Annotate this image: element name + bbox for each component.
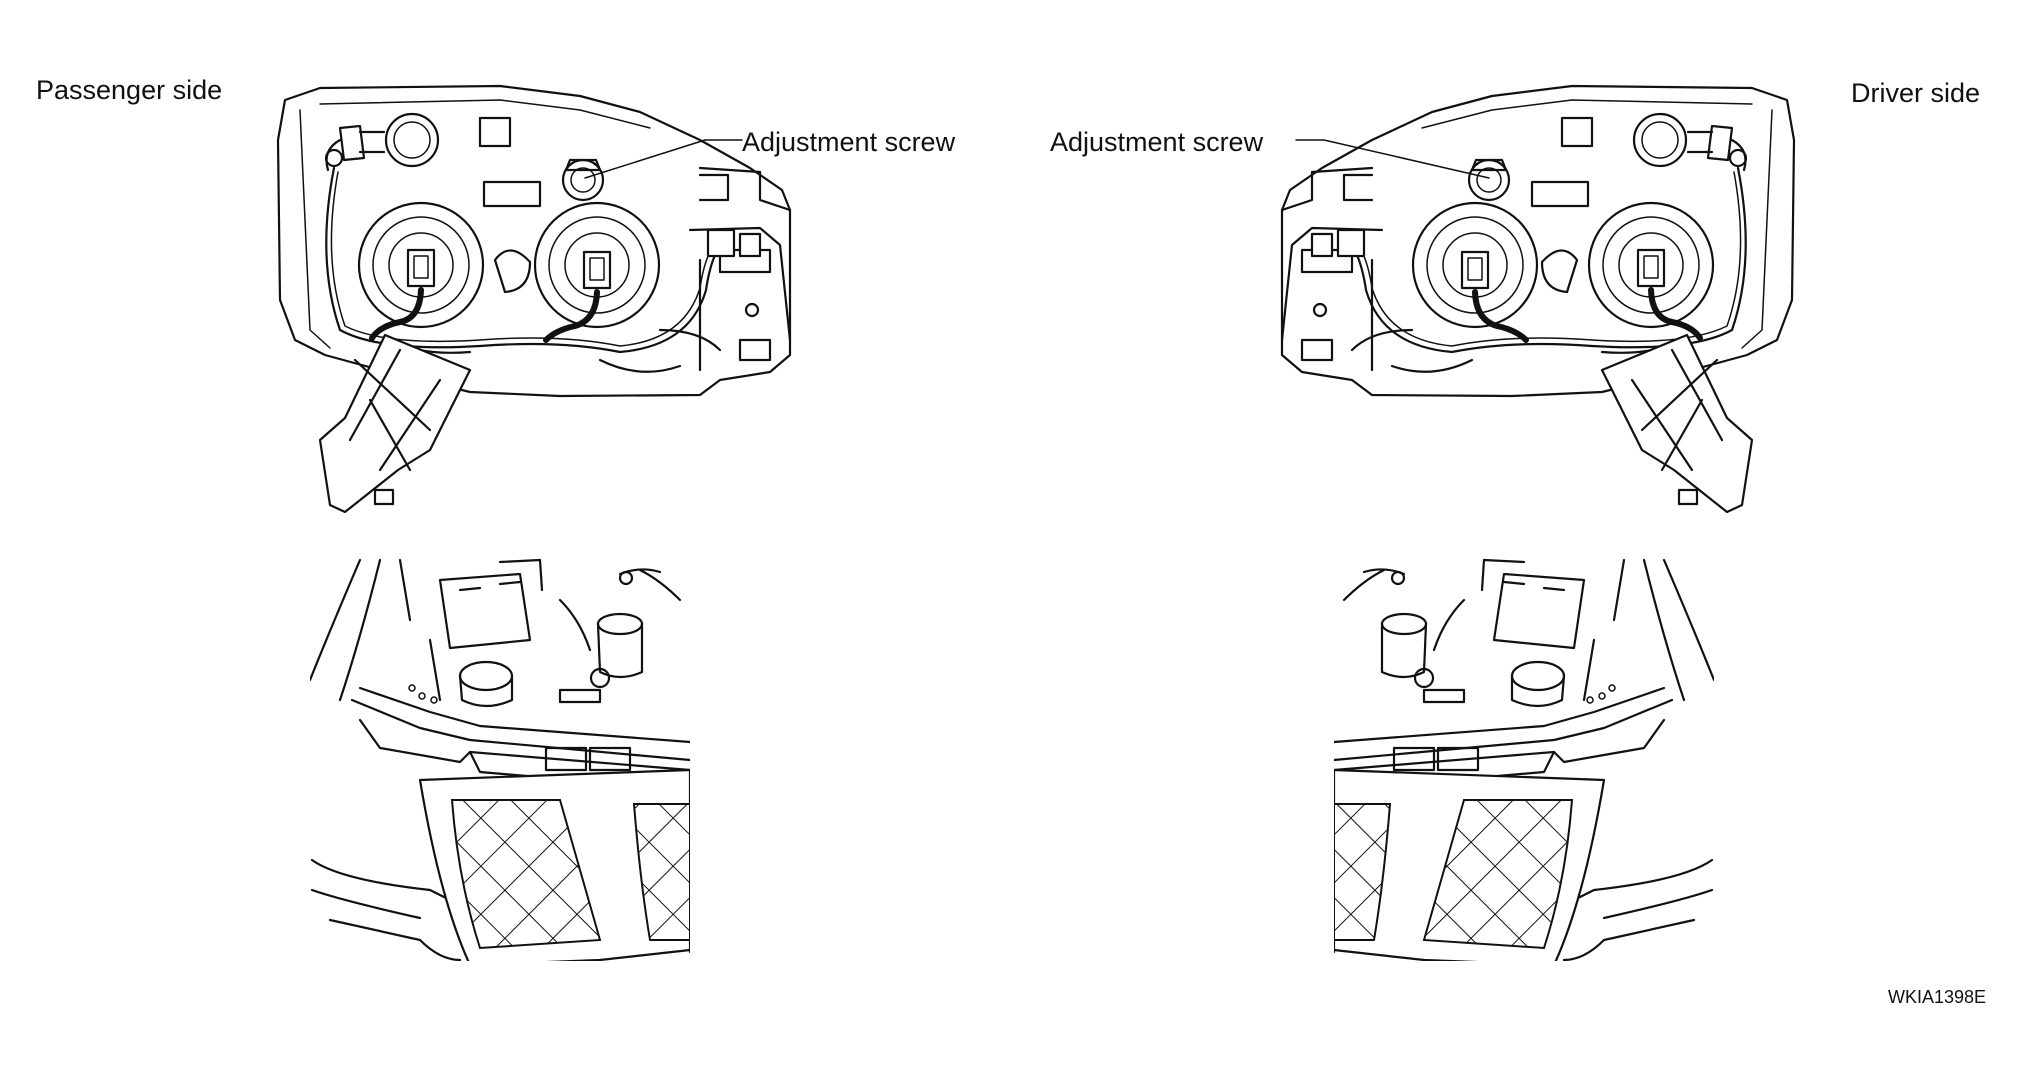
adjustment-screw-leader-right — [1295, 139, 1490, 179]
adjustment-screw-leader-left — [584, 139, 743, 179]
figure-code: WKIA1398E — [1888, 987, 1987, 1007]
adjustment-screw-label-left: Adjustment screw — [742, 127, 956, 157]
driver-side-label: Driver side — [1851, 78, 1981, 108]
driver-front-view — [1334, 558, 1714, 961]
driver-headlamp-diagram — [1282, 86, 1794, 512]
passenger-headlamp-diagram — [278, 86, 790, 512]
adjustment-screw-label-right: Adjustment screw — [1050, 127, 1264, 157]
passenger-front-view — [310, 558, 690, 961]
passenger-side-label: Passenger side — [36, 75, 223, 105]
